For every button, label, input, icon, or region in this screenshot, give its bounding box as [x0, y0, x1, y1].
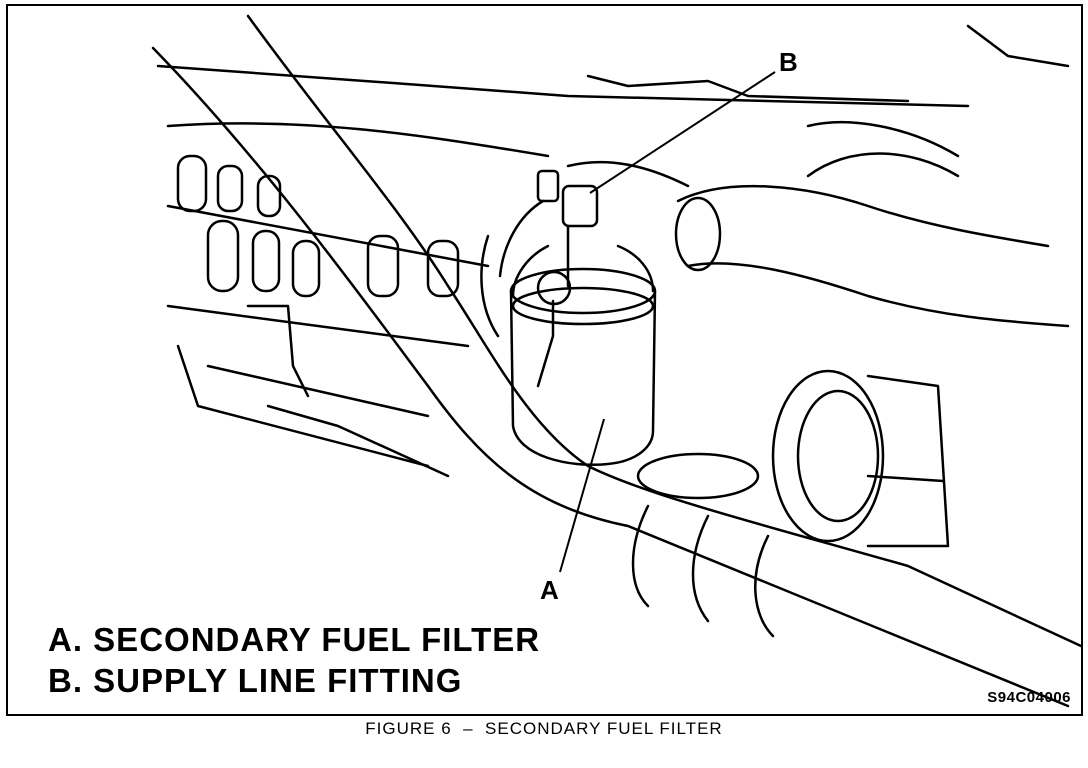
engine-block-left	[166, 154, 490, 478]
leader-line-a	[559, 418, 605, 573]
leader-line-b	[589, 71, 776, 194]
engine-illustration	[151, 14, 1081, 708]
figure-caption: FIGURE 6 – SECONDARY FUEL FILTER	[365, 719, 723, 738]
legend-item-a: A. SECONDARY FUEL FILTER	[48, 619, 540, 660]
legend: A. SECONDARY FUEL FILTER B. SUPPLY LINE …	[48, 619, 540, 701]
pulley	[771, 369, 950, 548]
hose-coupling	[631, 452, 775, 638]
elbow-hose	[674, 121, 1070, 328]
legend-letter: A.	[48, 621, 83, 658]
main-hose	[151, 14, 1081, 708]
legend-text: SECONDARY FUEL FILTER	[93, 621, 541, 658]
fuel-filter-canister	[480, 234, 657, 466]
legend-text: SUPPLY LINE FITTING	[93, 662, 463, 699]
legend-item-b: B. SUPPLY LINE FITTING	[48, 660, 540, 701]
callout-b-label: B	[779, 47, 798, 77]
legend-letter: B.	[48, 662, 83, 699]
figure-code: S94C04006	[987, 689, 1071, 706]
figure-frame: A B A. SECONDARY FUEL FILTER B. SUPPLY L…	[6, 4, 1083, 716]
engine-top-contour	[156, 64, 970, 108]
supply-line-fitting	[498, 160, 690, 388]
callout-a-label: A	[540, 575, 559, 605]
